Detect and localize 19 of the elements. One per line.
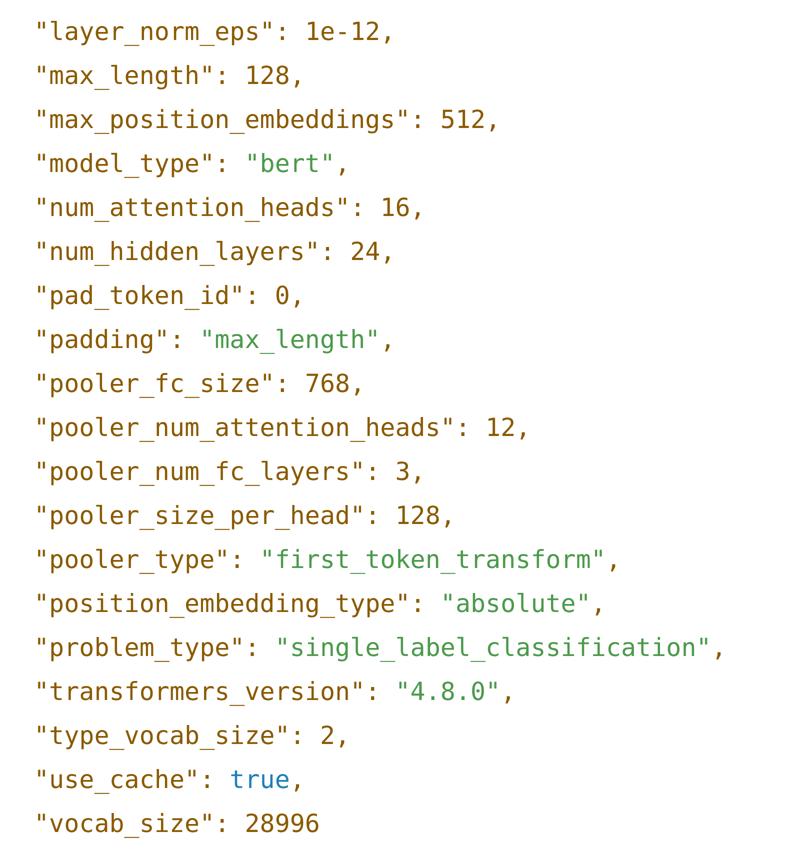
code-line: "pad_token_id": 0, — [34, 280, 305, 312]
code-line: "pooler_size_per_head": 128, — [34, 500, 456, 532]
code-line: "transformers_version": "4.8.0", — [34, 676, 516, 708]
code-line: "pooler_fc_size": 768, — [34, 368, 366, 400]
code-line: "pooler_type": "first_token_transform", — [34, 544, 622, 576]
code-line: "padding": "max_length", — [34, 324, 396, 356]
code-line: "position_embedding_type": "absolute", — [34, 588, 606, 620]
code-line: "num_attention_heads": 16, — [34, 192, 426, 224]
code-line: "pooler_num_attention_heads": 12, — [34, 412, 531, 444]
code-line: "use_cache": true, — [34, 764, 305, 796]
code-line: "max_length": 128, — [34, 60, 305, 92]
code-line: "num_hidden_layers": 24, — [34, 236, 396, 268]
code-line: "type_vocab_size": 2, — [34, 720, 350, 752]
code-line: "model_type": "bert", — [34, 148, 350, 180]
code-line: "vocab_size": 28996 — [34, 808, 320, 840]
code-line: "pooler_num_fc_layers": 3, — [34, 456, 426, 488]
code-line: "problem_type": "single_label_classification", — [34, 632, 726, 664]
code-line: "layer_norm_eps": 1e-12, — [34, 16, 396, 48]
code-line: "max_position_embeddings": 512, — [34, 104, 501, 136]
